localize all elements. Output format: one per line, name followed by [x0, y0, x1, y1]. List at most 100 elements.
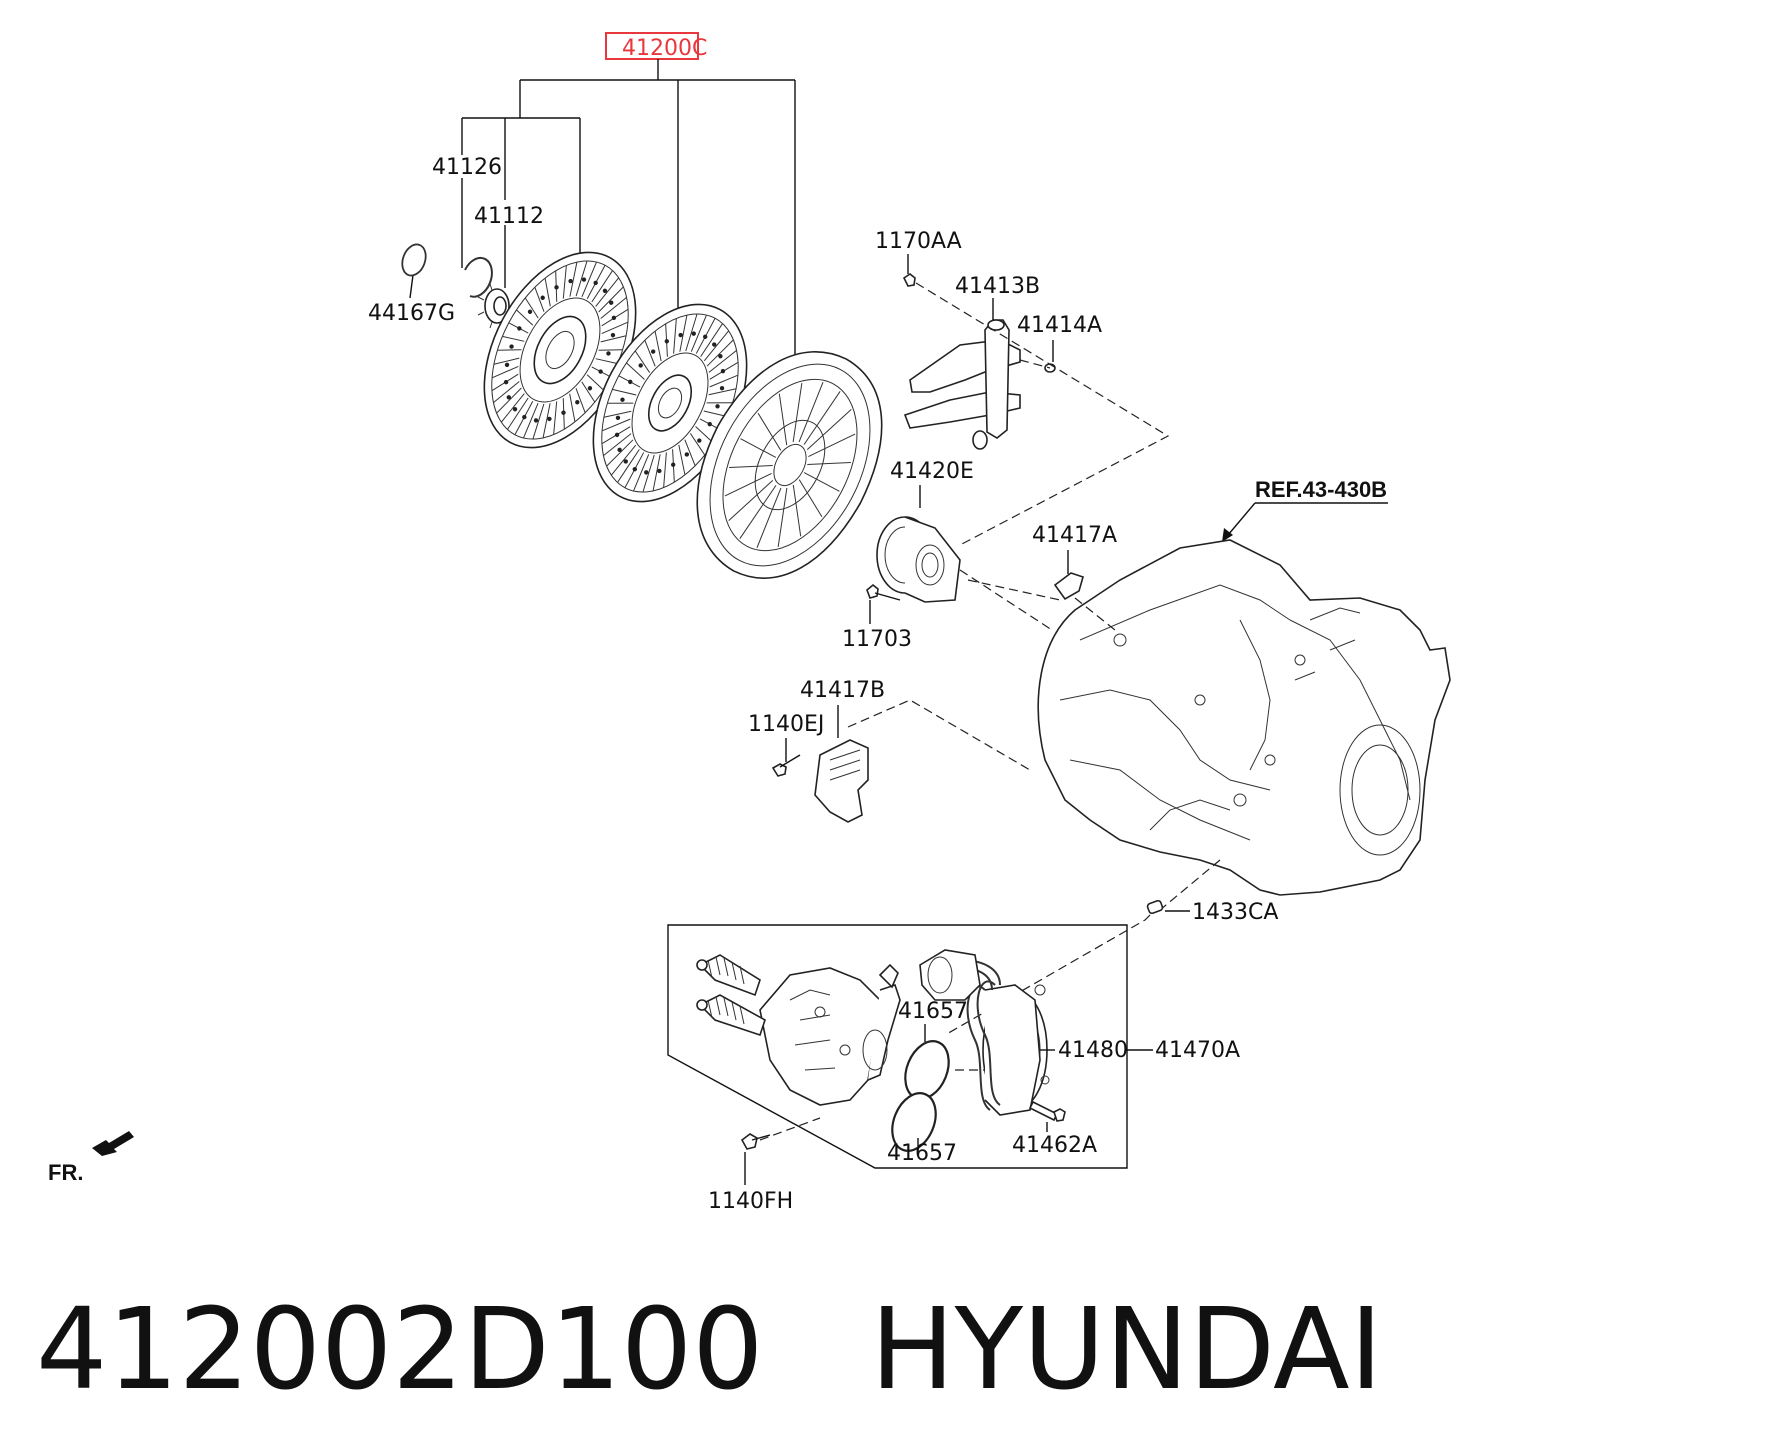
friction-groove [544, 278, 551, 307]
rivet [587, 386, 593, 391]
friction-groove [689, 433, 706, 456]
callout-1433ca[interactable]: 1433CA [1192, 900, 1278, 925]
diaphragm-finger [807, 461, 851, 465]
rivet [664, 339, 670, 344]
callout-41462a[interactable]: 41462A [1012, 1133, 1097, 1158]
rivet [517, 326, 522, 331]
dowel-1433ca [1146, 899, 1164, 915]
diaphragm-finger [740, 438, 777, 458]
rivet [638, 363, 643, 368]
callout-1170aa[interactable]: 1170AA [875, 229, 962, 254]
friction-groove [516, 309, 534, 326]
screw-41462a [1028, 1100, 1066, 1122]
snap-ring-44167g [401, 243, 427, 277]
friction-groove [523, 403, 539, 439]
callout-41126[interactable]: 41126 [432, 155, 502, 180]
friction-groove [507, 397, 529, 430]
friction-groove [610, 444, 637, 476]
rivet [554, 285, 559, 290]
rivet [608, 300, 614, 305]
rivet [527, 309, 533, 314]
friction-groove [607, 402, 634, 404]
bolt-1170aa [902, 273, 916, 287]
callout-41480[interactable]: 41480 [1058, 1038, 1128, 1063]
friction-groove [502, 335, 525, 342]
clip-41417a [1053, 572, 1084, 601]
rivet [602, 288, 608, 293]
rivet [623, 459, 628, 464]
rivet [506, 395, 512, 400]
diaphragm-finger [803, 472, 840, 492]
friction-groove [553, 401, 558, 435]
rivet [561, 410, 566, 415]
friction-groove [709, 374, 739, 388]
friction-groove [606, 439, 634, 467]
diaphragm-finger [803, 391, 841, 445]
rivet [620, 397, 625, 402]
friction-groove [678, 444, 686, 475]
release-bearing-41420e [876, 516, 961, 603]
rivet [610, 332, 616, 338]
callout-41420e[interactable]: 41420E [890, 459, 974, 484]
friction-groove [708, 388, 737, 396]
friction-groove [703, 330, 730, 362]
rivet [581, 277, 587, 282]
friction-groove [595, 277, 620, 307]
rivet [593, 280, 598, 286]
friction-groove [598, 286, 624, 313]
callout-1140ej[interactable]: 1140EJ [748, 712, 824, 737]
friction-groove [534, 287, 545, 312]
friction-groove [642, 454, 655, 493]
friction-groove [654, 331, 662, 362]
callout-41657-top[interactable]: 41657 [898, 999, 968, 1024]
diaphragm-finger [798, 382, 824, 443]
release-fork-41413b [903, 319, 1021, 450]
rivet [720, 368, 726, 374]
callout-41470a[interactable]: 41470A [1155, 1038, 1240, 1063]
friction-groove [500, 393, 525, 423]
callout-41657-bottom[interactable]: 41657 [887, 1141, 957, 1166]
pressure-plate [696, 351, 883, 579]
rivet [575, 400, 580, 405]
rivet [533, 418, 539, 423]
diaphragm-finger [808, 433, 856, 458]
friction-groove [542, 403, 551, 438]
callout-1140fh[interactable]: 1140FH [708, 1189, 793, 1214]
friction-groove [690, 314, 707, 352]
callout-11703[interactable]: 11703 [842, 627, 912, 652]
friction-groove [586, 374, 604, 391]
friction-groove [600, 335, 627, 343]
diaphragm-finger [729, 465, 773, 469]
callout-41200c[interactable]: 41200C [622, 36, 707, 61]
actuator-pistons [696, 954, 766, 1037]
diaphragm-finger [756, 487, 782, 548]
callout-41414a[interactable]: 41414A [1017, 313, 1102, 338]
diaphragm-finger [728, 480, 774, 522]
callout-41112[interactable]: 41112 [474, 204, 544, 229]
transmission-housing [1037, 539, 1451, 896]
motor-connector [919, 949, 981, 1001]
friction-groove [706, 402, 733, 404]
clutch-disc-2 [592, 303, 748, 503]
friction-groove [524, 297, 539, 319]
friction-groove [493, 381, 520, 403]
callout-41417a[interactable]: 41417A [1032, 523, 1117, 548]
rivet [718, 353, 723, 359]
rivet [691, 331, 696, 336]
friction-groove [496, 387, 522, 414]
friction-groove [663, 452, 667, 488]
rivet [703, 334, 708, 339]
friction-groove [679, 315, 688, 352]
footer-part-number: 412002D100 [36, 1285, 764, 1415]
callout-44167g[interactable]: 44167G [368, 301, 455, 326]
rivet [650, 349, 656, 354]
rivet [684, 452, 690, 457]
friction-groove [644, 340, 656, 367]
friction-groove [575, 388, 586, 413]
friction-groove [634, 350, 651, 373]
friction-groove [708, 350, 737, 373]
friction-groove [491, 365, 519, 379]
callout-41413b[interactable]: 41413B [955, 274, 1040, 299]
callout-41417b[interactable]: 41417B [800, 678, 885, 703]
